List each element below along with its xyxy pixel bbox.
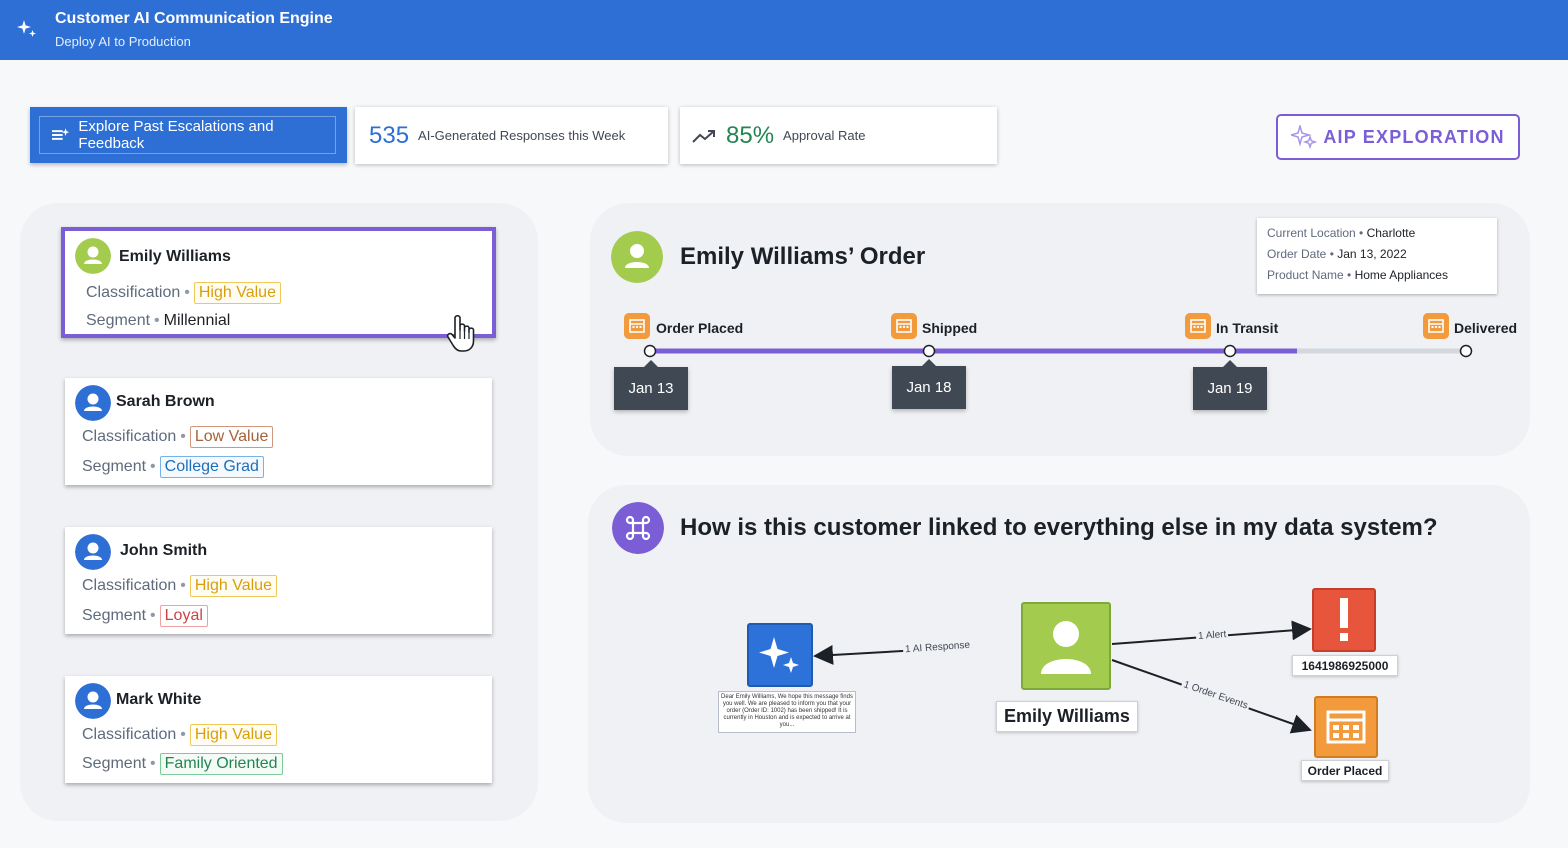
timeline-node <box>1223 344 1237 358</box>
customer-name: Sarah Brown <box>116 393 215 410</box>
person-icon <box>75 238 111 274</box>
customer-card-sarah-brown[interactable]: Sarah Brown Classification• Low Value Se… <box>65 378 492 485</box>
customer-name: Emily Williams <box>119 248 231 265</box>
person-icon <box>75 385 111 421</box>
sparkle-icon <box>1291 125 1318 149</box>
timeline-node <box>643 344 657 358</box>
explore-escalations-button[interactable]: Explore Past Escalations and Feedback <box>30 107 347 163</box>
product-row: Product Name • Home Appliances <box>1267 268 1448 282</box>
calendar-icon <box>891 313 917 339</box>
list-add-icon <box>52 128 70 140</box>
hand-cursor-icon <box>446 314 475 352</box>
order-node-label: Order Placed <box>1301 760 1389 781</box>
order-info-box: Current Location • Charlotte Order Date … <box>1257 218 1497 294</box>
app-subtitle: Deploy AI to Production <box>55 34 191 49</box>
classification-row: Classification• High Value <box>82 724 277 746</box>
location-row: Current Location • Charlotte <box>1267 226 1416 240</box>
segment-tag: Family Oriented <box>159 753 283 775</box>
calendar-icon[interactable] <box>1314 696 1378 758</box>
order-title: Emily Williams’ Order <box>680 243 926 270</box>
customer-card-john-smith[interactable]: John Smith Classification• High Value Se… <box>65 527 492 634</box>
classification-tag: High Value <box>189 575 277 597</box>
step-label-order-placed: Order Placed <box>656 320 744 336</box>
timeline-node <box>1459 344 1473 358</box>
classification-tag: High Value <box>193 282 281 304</box>
order-timeline <box>643 344 1473 358</box>
customer-node-label: Emily Williams <box>996 701 1138 732</box>
customer-card-mark-white[interactable]: Mark White Classification• High Value Se… <box>65 676 492 783</box>
customer-name: John Smith <box>120 542 208 559</box>
responses-label: AI-Generated Responses this Week <box>418 128 626 143</box>
exclamation-icon[interactable] <box>1312 588 1376 652</box>
aip-label: AIP EXPLORATION <box>1323 126 1505 147</box>
explore-label: Explore Past Escalations and Feedback <box>78 118 274 152</box>
approval-stat: 85% Approval Rate <box>680 107 997 164</box>
customer-card-emily-williams[interactable]: Emily Williams Classification• High Valu… <box>61 227 496 338</box>
edge-label-alert: 1 Alert <box>1195 628 1229 643</box>
classification-tag: High Value <box>189 724 277 746</box>
step-label-in-transit: In Transit <box>1216 320 1279 336</box>
command-icon <box>612 502 664 554</box>
segment-tag: Loyal <box>159 605 208 627</box>
app-header: Customer AI Communication Engine Deploy … <box>0 0 1568 60</box>
aip-exploration-button[interactable]: AIP EXPLORATION <box>1276 114 1520 160</box>
approval-value: 85% <box>726 121 775 149</box>
segment-row: Segment• Millennial <box>86 312 231 329</box>
timeline-node <box>922 344 936 358</box>
calendar-icon <box>1185 313 1211 339</box>
ai-response-snippet: Dear Emily Williams, We hope this messag… <box>718 691 856 733</box>
segment-row: Segment• Family Oriented <box>82 753 283 775</box>
segment-row: Segment• Loyal <box>82 605 208 627</box>
calendar-icon <box>624 313 650 339</box>
responses-stat: 535 AI-Generated Responses this Week <box>355 107 668 164</box>
approval-label: Approval Rate <box>783 128 866 143</box>
person-icon <box>75 683 111 719</box>
order-date-row: Order Date • Jan 13, 2022 <box>1267 247 1407 261</box>
ai-response-node[interactable] <box>747 623 813 687</box>
alert-node-label: 1641986925000 <box>1292 655 1398 676</box>
responses-count: 535 <box>369 121 410 149</box>
classification-row: Classification• High Value <box>82 575 277 597</box>
date-tooltip: Jan 13 <box>614 360 688 410</box>
step-label-shipped: Shipped <box>922 320 978 336</box>
person-icon <box>75 534 111 570</box>
date-tooltip: Jan 18 <box>892 359 966 409</box>
segment-value: Millennial <box>163 312 231 329</box>
segment-row: Segment• College Grad <box>82 456 264 478</box>
classification-row: Classification• Low Value <box>82 426 274 448</box>
classification-tag: Low Value <box>189 426 274 448</box>
calendar-icon <box>1423 313 1449 339</box>
segment-tag: College Grad <box>159 456 264 478</box>
person-icon <box>611 231 663 283</box>
trend-up-icon <box>692 129 715 143</box>
customer-name: Mark White <box>116 691 202 708</box>
graph-question: How is this customer linked to everythin… <box>680 514 1438 541</box>
customer-node[interactable] <box>1021 602 1111 690</box>
step-label-delivered: Delivered <box>1454 320 1518 336</box>
sparkle-icon <box>17 20 36 37</box>
app-title: Customer AI Communication Engine <box>55 10 333 27</box>
date-tooltip: Jan 19 <box>1193 360 1267 410</box>
classification-row: Classification• High Value <box>86 282 281 304</box>
